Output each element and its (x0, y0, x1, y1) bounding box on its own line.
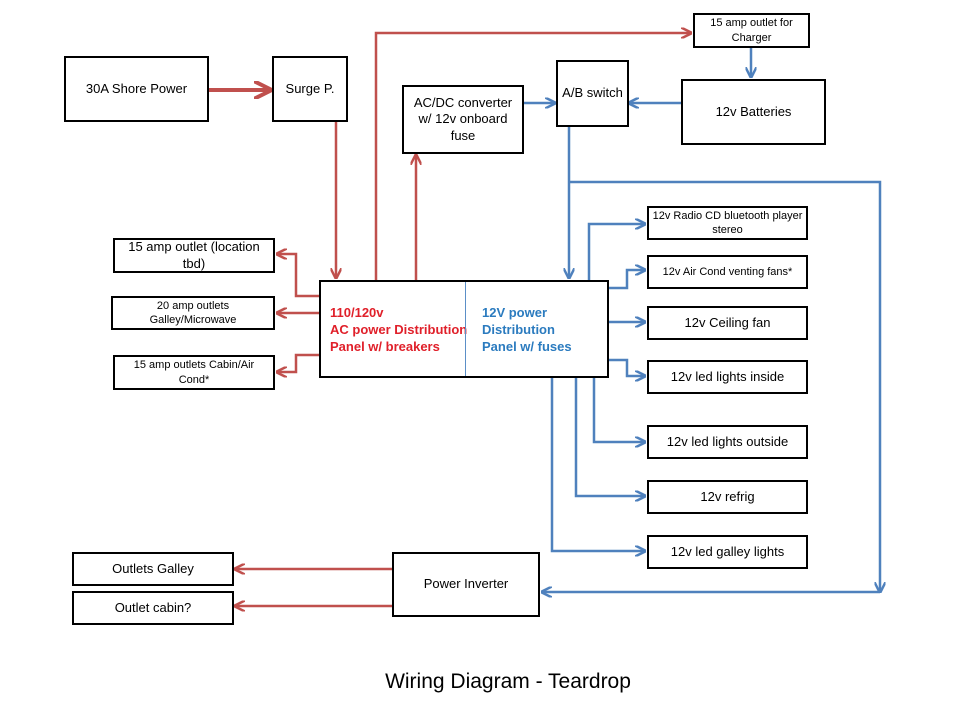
refrig-label: 12v refrig (700, 488, 755, 504)
dc-panel-line2: Distribution (482, 322, 555, 337)
ac-distribution-panel: 110/120v AC power Distribution Panel w/ … (330, 304, 467, 355)
outlet-cabin-label: Outlet cabin? (114, 599, 192, 615)
shore-power-label: 30A Shore Power (85, 80, 188, 96)
ceiling-fan-box: 12v Ceiling fan (647, 306, 808, 340)
ab-switch-label: A/B switch (562, 85, 623, 101)
surge-protector-label: Surge P. (285, 80, 335, 96)
dc-panel-line1: 12V power (482, 305, 548, 320)
ac-panel-line3: Panel w/ breakers (330, 339, 440, 354)
cabin-aircond-outlets-label: 15 amp outlets Cabin/Air Cond* (133, 359, 255, 386)
radio-box: 12v Radio CD bluetooth player stereo (647, 206, 808, 240)
outlet-tbd-label: 15 amp outlet (location tbd) (128, 239, 260, 271)
led-galley-box: 12v led galley lights (647, 535, 808, 569)
led-outside-box: 12v led lights outside (647, 425, 808, 459)
led-galley-label: 12v led galley lights (670, 543, 785, 559)
surge-protector-box: Surge P. (272, 56, 348, 122)
dc-distribution-panel: 12V power Distribution Panel w/ fuses (482, 304, 572, 355)
power-inverter-box: Power Inverter (392, 552, 540, 617)
outlet-tbd-box: 15 amp outlet (location tbd) (113, 238, 275, 273)
wire-dc-panel-to-led-outside (592, 378, 645, 442)
distribution-panel: 110/120v AC power Distribution Panel w/ … (319, 280, 609, 378)
ceiling-fan-label: 12v Ceiling fan (684, 314, 771, 330)
galley-microwave-outlets-label: 20 amp outlets Galley/Microwave (149, 299, 237, 326)
wire-ac-panel-to-outlet-tbd (277, 254, 319, 298)
wire-dc-panel-to-led-inside (609, 358, 645, 376)
led-inside-label: 12v led lights inside (670, 368, 785, 384)
dc-panel-line3: Panel w/ fuses (482, 339, 572, 354)
shore-power-box: 30A Shore Power (64, 56, 209, 122)
batteries-box: 12v Batteries (681, 79, 826, 145)
refrig-box: 12v refrig (647, 480, 808, 514)
charger-outlet-box: 15 amp outlet for Charger (693, 13, 810, 48)
diagram-caption: Wiring Diagram - Teardrop (385, 670, 631, 693)
ac-panel-voltage: 110/120v (330, 305, 384, 320)
power-inverter-label: Power Inverter (423, 576, 509, 592)
wire-ac-panel-to-cabin-aircond (277, 353, 319, 372)
wire-dc-panel-to-radio (587, 224, 645, 280)
wire-dc-panel-to-refrig (574, 378, 645, 496)
wire-ac-panel-to-charger-outlet (374, 33, 691, 280)
wire-ab-switch-to-inverter-feed (569, 180, 880, 592)
charger-outlet-label: 15 amp outlet for Charger (710, 17, 793, 44)
outlets-galley-box: Outlets Galley (72, 552, 234, 586)
outlet-cabin-box: Outlet cabin? (72, 591, 234, 625)
led-outside-label: 12v led lights outside (666, 433, 789, 449)
ac-panel-line2: AC power Distribution (330, 322, 468, 337)
led-inside-box: 12v led lights inside (647, 360, 808, 394)
outlets-galley-label: Outlets Galley (112, 560, 194, 576)
aircond-fans-label: 12v Air Cond venting fans* (662, 265, 793, 278)
acdc-converter-box: AC/DC converter w/ 12v onboard fuse (402, 85, 524, 154)
batteries-label: 12v Batteries (715, 103, 792, 119)
acdc-converter-label: AC/DC converter w/ 12v onboard fuse (413, 95, 513, 143)
ab-switch-box: A/B switch (556, 60, 629, 127)
galley-microwave-outlets-box: 20 amp outlets Galley/Microwave (111, 296, 275, 330)
radio-label: 12v Radio CD bluetooth player stereo (652, 209, 803, 236)
wire-dc-panel-to-led-galley (550, 378, 645, 551)
wire-dc-panel-to-aircond-fans (609, 270, 645, 290)
aircond-fans-box: 12v Air Cond venting fans* (647, 255, 808, 289)
panel-divider (465, 282, 466, 376)
cabin-aircond-outlets-box: 15 amp outlets Cabin/Air Cond* (113, 355, 275, 390)
